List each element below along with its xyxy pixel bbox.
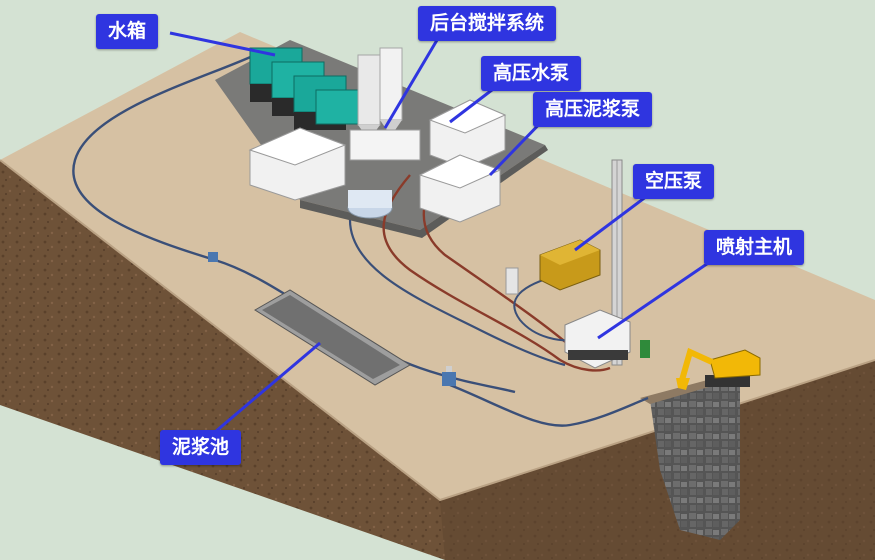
label-water-tank: 水箱 — [96, 14, 158, 49]
label-hp-water-pump: 高压水泵 — [481, 56, 581, 91]
mixer-tank — [348, 190, 392, 218]
water-valve — [208, 252, 218, 262]
label-hp-slurry-pump: 高压泥浆泵 — [533, 92, 652, 127]
gas-cylinder — [506, 268, 518, 294]
label-slurry-pit: 泥浆池 — [160, 430, 241, 465]
label-jet-rig: 喷射主机 — [704, 230, 804, 265]
label-mixing-system: 后台搅拌系统 — [418, 6, 556, 41]
label-air-compressor: 空压泵 — [633, 164, 714, 199]
